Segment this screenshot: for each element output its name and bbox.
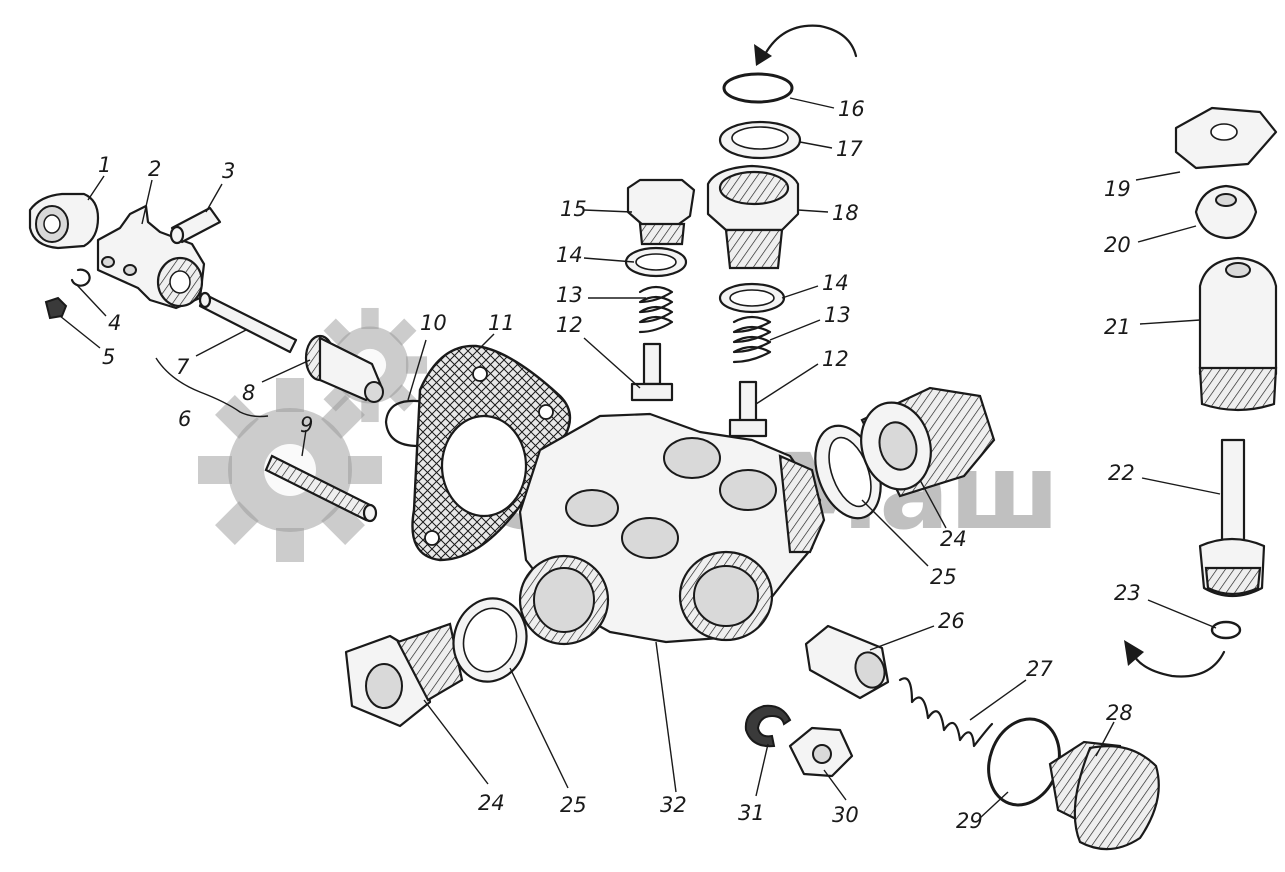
label-28: 28 <box>1106 701 1133 725</box>
part-11-gasket <box>411 344 572 562</box>
label-18: 18 <box>832 201 859 225</box>
part-2-fork <box>96 204 206 310</box>
part-5-key <box>44 296 68 320</box>
label-6: 6 <box>178 407 191 431</box>
part-18-fitting <box>706 164 800 270</box>
part-1-nut <box>28 192 100 250</box>
label-21: 21 <box>1104 315 1131 339</box>
label-24-right: 24 <box>940 527 967 551</box>
label-9: 9 <box>300 413 313 437</box>
part-22-stem <box>1198 438 1266 598</box>
part-labels: 1 2 3 4 5 6 7 8 9 10 11 12 13 14 15 16 1… <box>98 97 1141 833</box>
label-24-left: 24 <box>478 791 505 815</box>
label-23: 23 <box>1114 581 1141 605</box>
part-30-nut <box>788 726 854 778</box>
part-27-spring <box>898 677 994 748</box>
label-32: 32 <box>660 793 687 817</box>
part-24-plug-lower <box>344 622 464 728</box>
label-25-right: 25 <box>930 565 957 589</box>
part-23-oring <box>1210 620 1242 640</box>
label-25-left: 25 <box>560 793 587 817</box>
part-17-washer <box>718 120 802 160</box>
part-25-ring-lower <box>452 597 528 683</box>
part-12-valve-b <box>728 380 768 438</box>
label-14-left: 14 <box>556 243 583 267</box>
label-29: 29 <box>956 809 983 833</box>
part-12-valve-a <box>630 342 674 402</box>
part-28-plug <box>1048 740 1160 851</box>
part-21-body <box>1198 256 1278 412</box>
part-7-shaft <box>198 291 298 354</box>
part-16-oring <box>722 72 794 104</box>
leader-lines <box>59 97 1221 819</box>
label-14-right: 14 <box>822 271 849 295</box>
label-5: 5 <box>102 345 115 369</box>
label-13-left: 13 <box>556 283 583 307</box>
part-15-plug <box>626 178 696 246</box>
label-15: 15 <box>560 197 587 221</box>
label-26: 26 <box>938 609 965 633</box>
label-19: 19 <box>1104 177 1131 201</box>
part-32-body <box>518 412 826 646</box>
label-13-right: 13 <box>824 303 851 327</box>
label-8: 8 <box>242 381 255 405</box>
rotation-arrow-bottom <box>1124 640 1226 678</box>
gear-icon <box>198 378 382 562</box>
label-10: 10 <box>420 311 447 335</box>
label-12-right: 12 <box>822 347 849 371</box>
part-3-pin <box>169 206 222 245</box>
part-19-cap <box>1174 106 1278 170</box>
label-16: 16 <box>838 97 865 121</box>
label-2: 2 <box>148 157 161 181</box>
label-7: 7 <box>176 355 190 379</box>
part-9-stud <box>264 454 378 523</box>
rotation-arrow-top <box>754 24 858 66</box>
label-20: 20 <box>1104 233 1131 257</box>
label-27: 27 <box>1026 657 1053 681</box>
part-6-brace <box>155 357 269 418</box>
part-13-spring-b <box>732 315 772 364</box>
part-24-plug-upper <box>860 386 996 498</box>
label-3: 3 <box>222 159 235 183</box>
part-8-valve <box>304 334 384 403</box>
part-13-spring-a <box>638 285 674 334</box>
label-12-left: 12 <box>556 313 583 337</box>
part-14-washer-b <box>718 282 786 314</box>
label-4: 4 <box>108 311 121 335</box>
part-26-nut <box>804 624 890 700</box>
label-30: 30 <box>832 803 859 827</box>
part-20-cup <box>1194 184 1258 240</box>
label-17: 17 <box>836 137 863 161</box>
label-1: 1 <box>98 153 111 177</box>
label-31: 31 <box>738 801 765 825</box>
part-4-ring <box>70 268 91 287</box>
part-31-ring <box>744 704 792 748</box>
label-22: 22 <box>1108 461 1135 485</box>
part-14-washer-a <box>624 246 688 278</box>
part-10-clip <box>384 399 428 448</box>
label-11: 11 <box>488 311 515 335</box>
